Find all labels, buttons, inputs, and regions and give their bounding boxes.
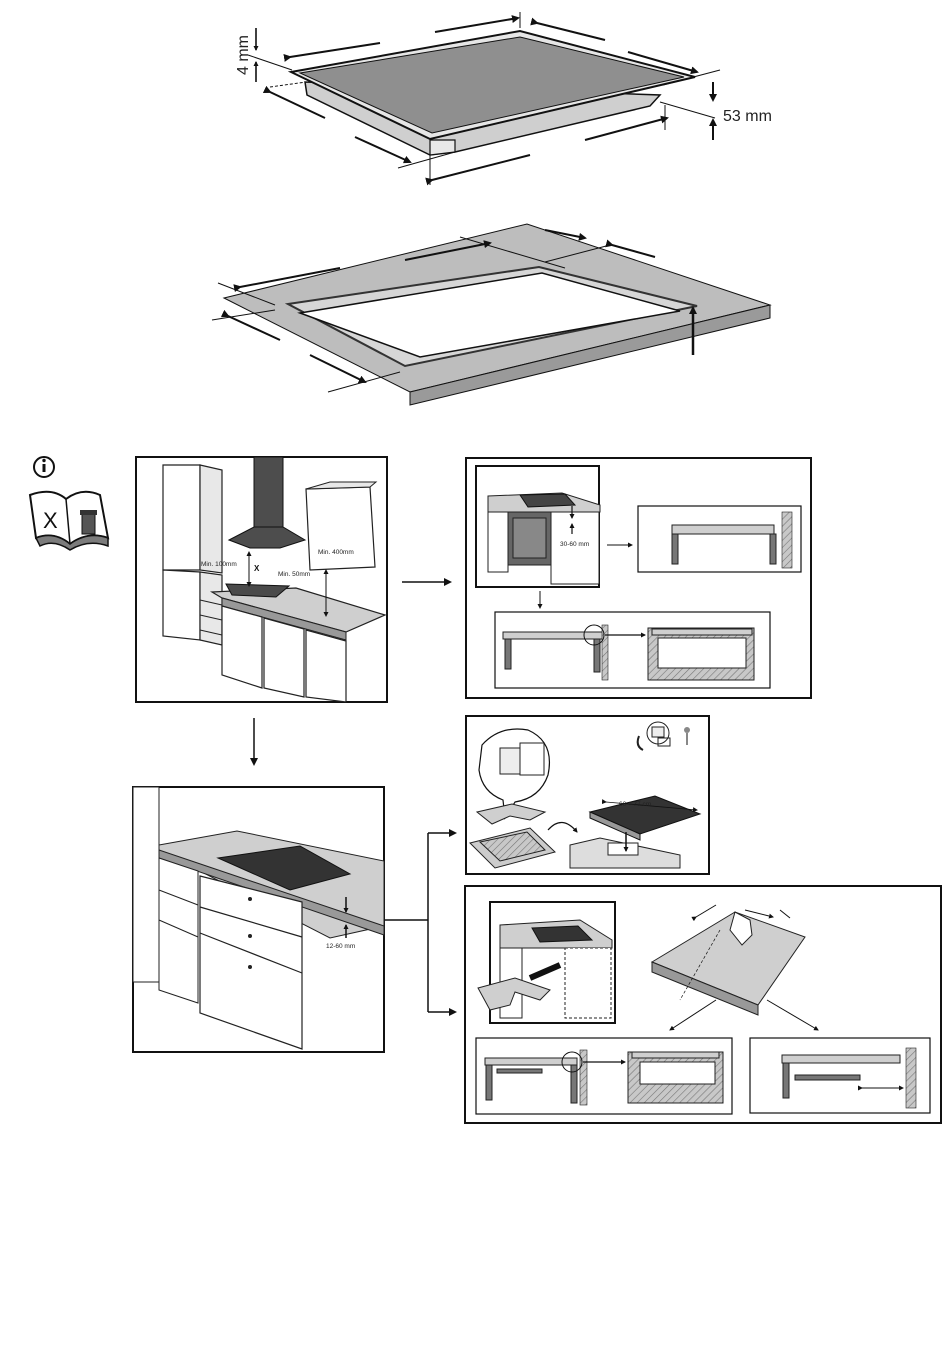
thickness-label: 4 mm <box>235 35 252 75</box>
hood-distance-label: X <box>254 564 260 573</box>
info-icon <box>34 457 54 477</box>
height-label: 53 mm <box>723 108 772 125</box>
kitchen-clearance-panel <box>136 457 387 702</box>
clearance-above: Min. 400mm <box>318 549 354 556</box>
drawer-install-panel <box>133 787 455 1052</box>
countertop-cutout-drawing <box>212 224 770 405</box>
oven-gap-label: 30-60 mm <box>560 541 589 548</box>
book-label: X <box>43 508 58 533</box>
clearance-side-left: Min. 100mm <box>201 561 237 568</box>
template-width-label: 60 ÷ 77 cm <box>619 801 651 808</box>
final-install-panel <box>465 886 941 1123</box>
oven-install-panel <box>466 458 811 698</box>
cutout-template-panel <box>466 716 709 874</box>
drawer-gap-label: 12-60 mm <box>326 943 355 950</box>
clearance-side-right: Min. 50mm <box>278 571 310 578</box>
manual-book-icon <box>30 492 108 550</box>
hob-dimension-drawing <box>248 12 720 185</box>
